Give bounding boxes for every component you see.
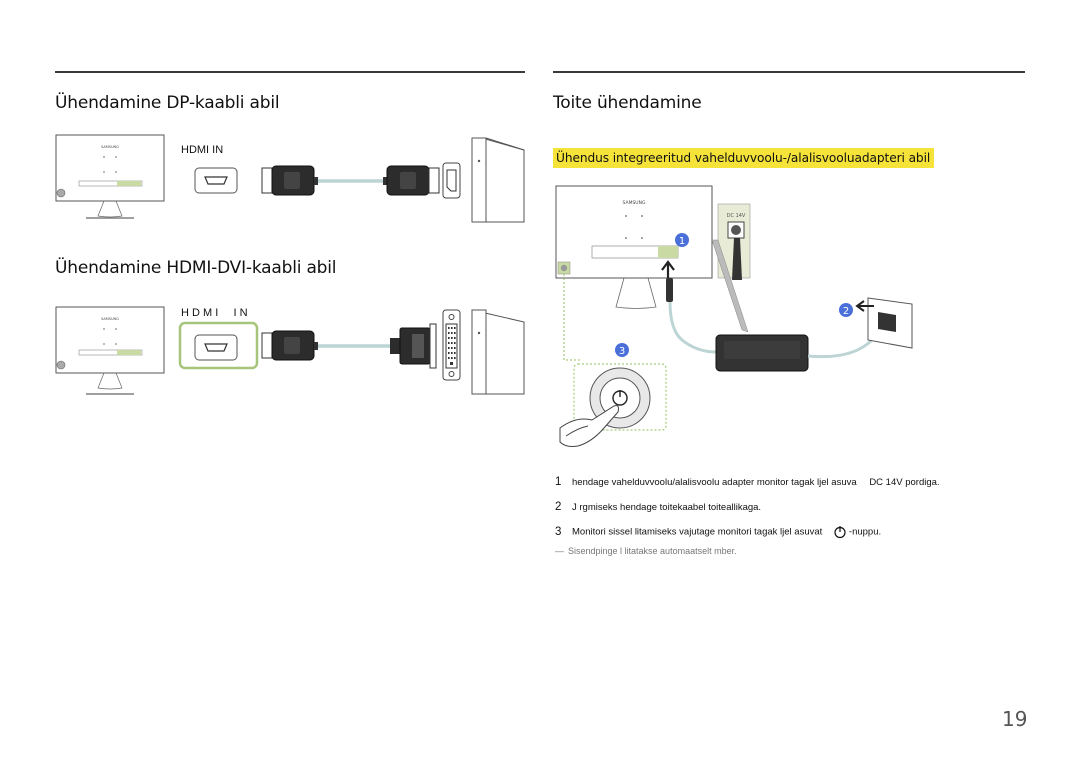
hdmi-port-icon xyxy=(194,167,238,194)
monitor-brand: SAMSUNG xyxy=(101,145,119,149)
power-subtitle: Ühendus integreeritud vahelduvvoolu-/ala… xyxy=(553,148,935,168)
svg-text:1: 1 xyxy=(679,236,685,247)
pc-tower-icon xyxy=(471,309,525,395)
monitor-icon: SAMSUNG xyxy=(55,306,165,395)
page-number: 19 xyxy=(1002,707,1028,731)
hdmi-plug-icon xyxy=(261,165,318,196)
monitor-brand: SAMSUNG xyxy=(101,317,119,321)
dvi-plug-icon xyxy=(390,323,437,369)
dp-port-label: HDMI IN xyxy=(181,144,224,156)
hdmi-dvi-port-label: H D M I I N xyxy=(181,307,248,319)
step-marker-2 xyxy=(839,303,853,317)
power-section-title: Toite ühendamine xyxy=(553,93,702,113)
step-marker-1 xyxy=(675,233,689,247)
hdmi-dvi-section-title: Ühendamine HDMI-DVI-kaabli abil xyxy=(55,258,337,278)
wall-socket-icon xyxy=(867,297,913,349)
step-marker-3 xyxy=(615,343,629,357)
hdmi-plug-icon-2 xyxy=(383,165,440,196)
pc-hdmi-port-icon xyxy=(442,162,461,199)
power-icon xyxy=(834,526,846,539)
hdmi-dvi-connection-illustration: SAMSUNG xyxy=(55,306,525,395)
hdmi-plug-icon xyxy=(261,330,318,361)
insert-arrow-icon xyxy=(661,260,675,278)
note: ―Sisendpinge l litatakse automaatselt mb… xyxy=(555,546,737,556)
hdmi-port-icon xyxy=(178,321,259,370)
plug-arrow-icon xyxy=(855,300,874,312)
monitor-icon: SAMSUNG xyxy=(55,134,165,219)
right-section-rule xyxy=(553,71,1025,73)
power-connection-illustration: SAMSUNG DC 14V 1 2 xyxy=(555,185,913,447)
hand-icon xyxy=(559,405,619,447)
svg-text:DC 14V: DC 14V xyxy=(727,213,746,219)
dp-connection-illustration: SAMSUNG xyxy=(55,134,525,223)
pc-dvi-port-icon xyxy=(442,309,461,381)
power-adapter-icon xyxy=(715,334,809,372)
svg-text:3: 3 xyxy=(619,346,625,357)
dp-section-title: Ühendamine DP-kaabli abil xyxy=(55,93,280,113)
pc-tower-icon xyxy=(471,137,525,223)
svg-text:2: 2 xyxy=(843,306,849,317)
monitor-brand: SAMSUNG xyxy=(623,200,646,206)
dc-port-detail-icon: DC 14V xyxy=(711,203,751,333)
left-section-rule xyxy=(55,71,525,73)
monitor-icon: SAMSUNG xyxy=(555,185,713,309)
dc-plug-icon xyxy=(666,278,673,302)
